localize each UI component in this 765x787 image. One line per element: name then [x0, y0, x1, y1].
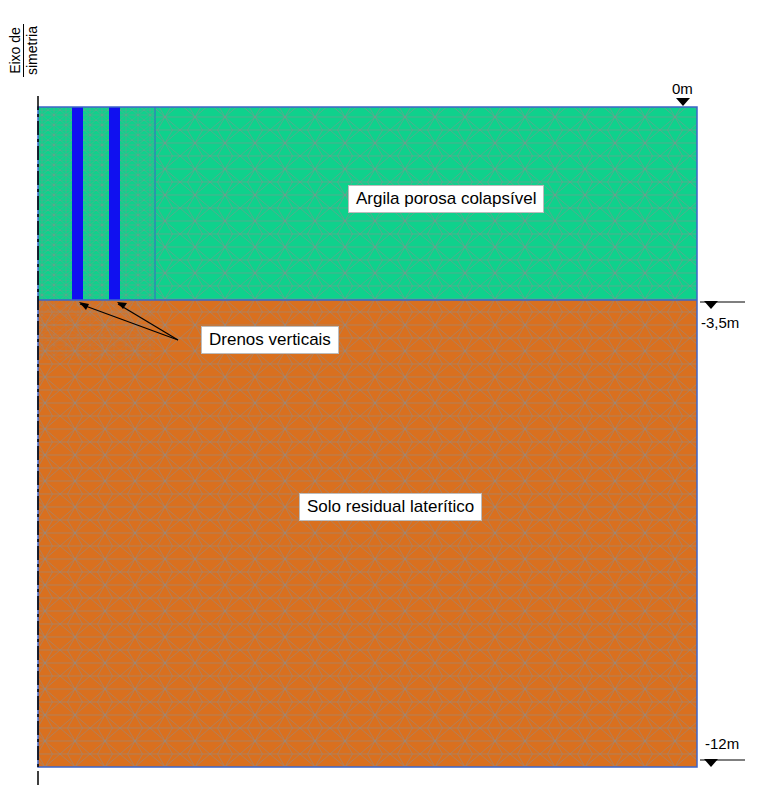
- level-label: -12m: [705, 735, 739, 752]
- region-label-box: Drenos verticais: [201, 326, 339, 354]
- mesh: [38, 300, 697, 767]
- symmetry-axis: [37, 96, 39, 787]
- arrowhead: [79, 302, 89, 310]
- level-label: 0m: [672, 80, 693, 97]
- level-label: -3,5m: [701, 314, 739, 331]
- leader-line: [118, 304, 178, 340]
- region-label: Drenos verticais: [209, 330, 331, 350]
- layer-boundary: [38, 299, 697, 301]
- axis-label-group: Eixo desimetria: [7, 24, 40, 77]
- level-marker: [700, 301, 745, 309]
- mesh: [155, 107, 697, 300]
- zone-boundary: [155, 107, 156, 300]
- region-label: Solo residual laterítico: [307, 497, 474, 517]
- region-label: Argila porosa colapsível: [356, 189, 536, 209]
- region-label-box: Argila porosa colapsível: [348, 185, 544, 213]
- residual-soil-layer: [38, 300, 697, 767]
- clay-layer: [38, 107, 697, 300]
- region-label-box: Solo residual laterítico: [299, 493, 482, 521]
- refined-mesh: [38, 300, 155, 360]
- axis-label: simetria: [24, 24, 40, 77]
- arrowhead: [117, 302, 127, 309]
- model-boundary: [38, 107, 697, 767]
- level-marker: [700, 759, 745, 767]
- axis-label: Eixo de: [7, 24, 24, 77]
- refined-mesh: [38, 107, 155, 300]
- level-marker: [676, 98, 690, 106]
- vertical-drain: [109, 107, 120, 300]
- leader-line: [80, 304, 178, 340]
- vertical-drain: [72, 107, 83, 300]
